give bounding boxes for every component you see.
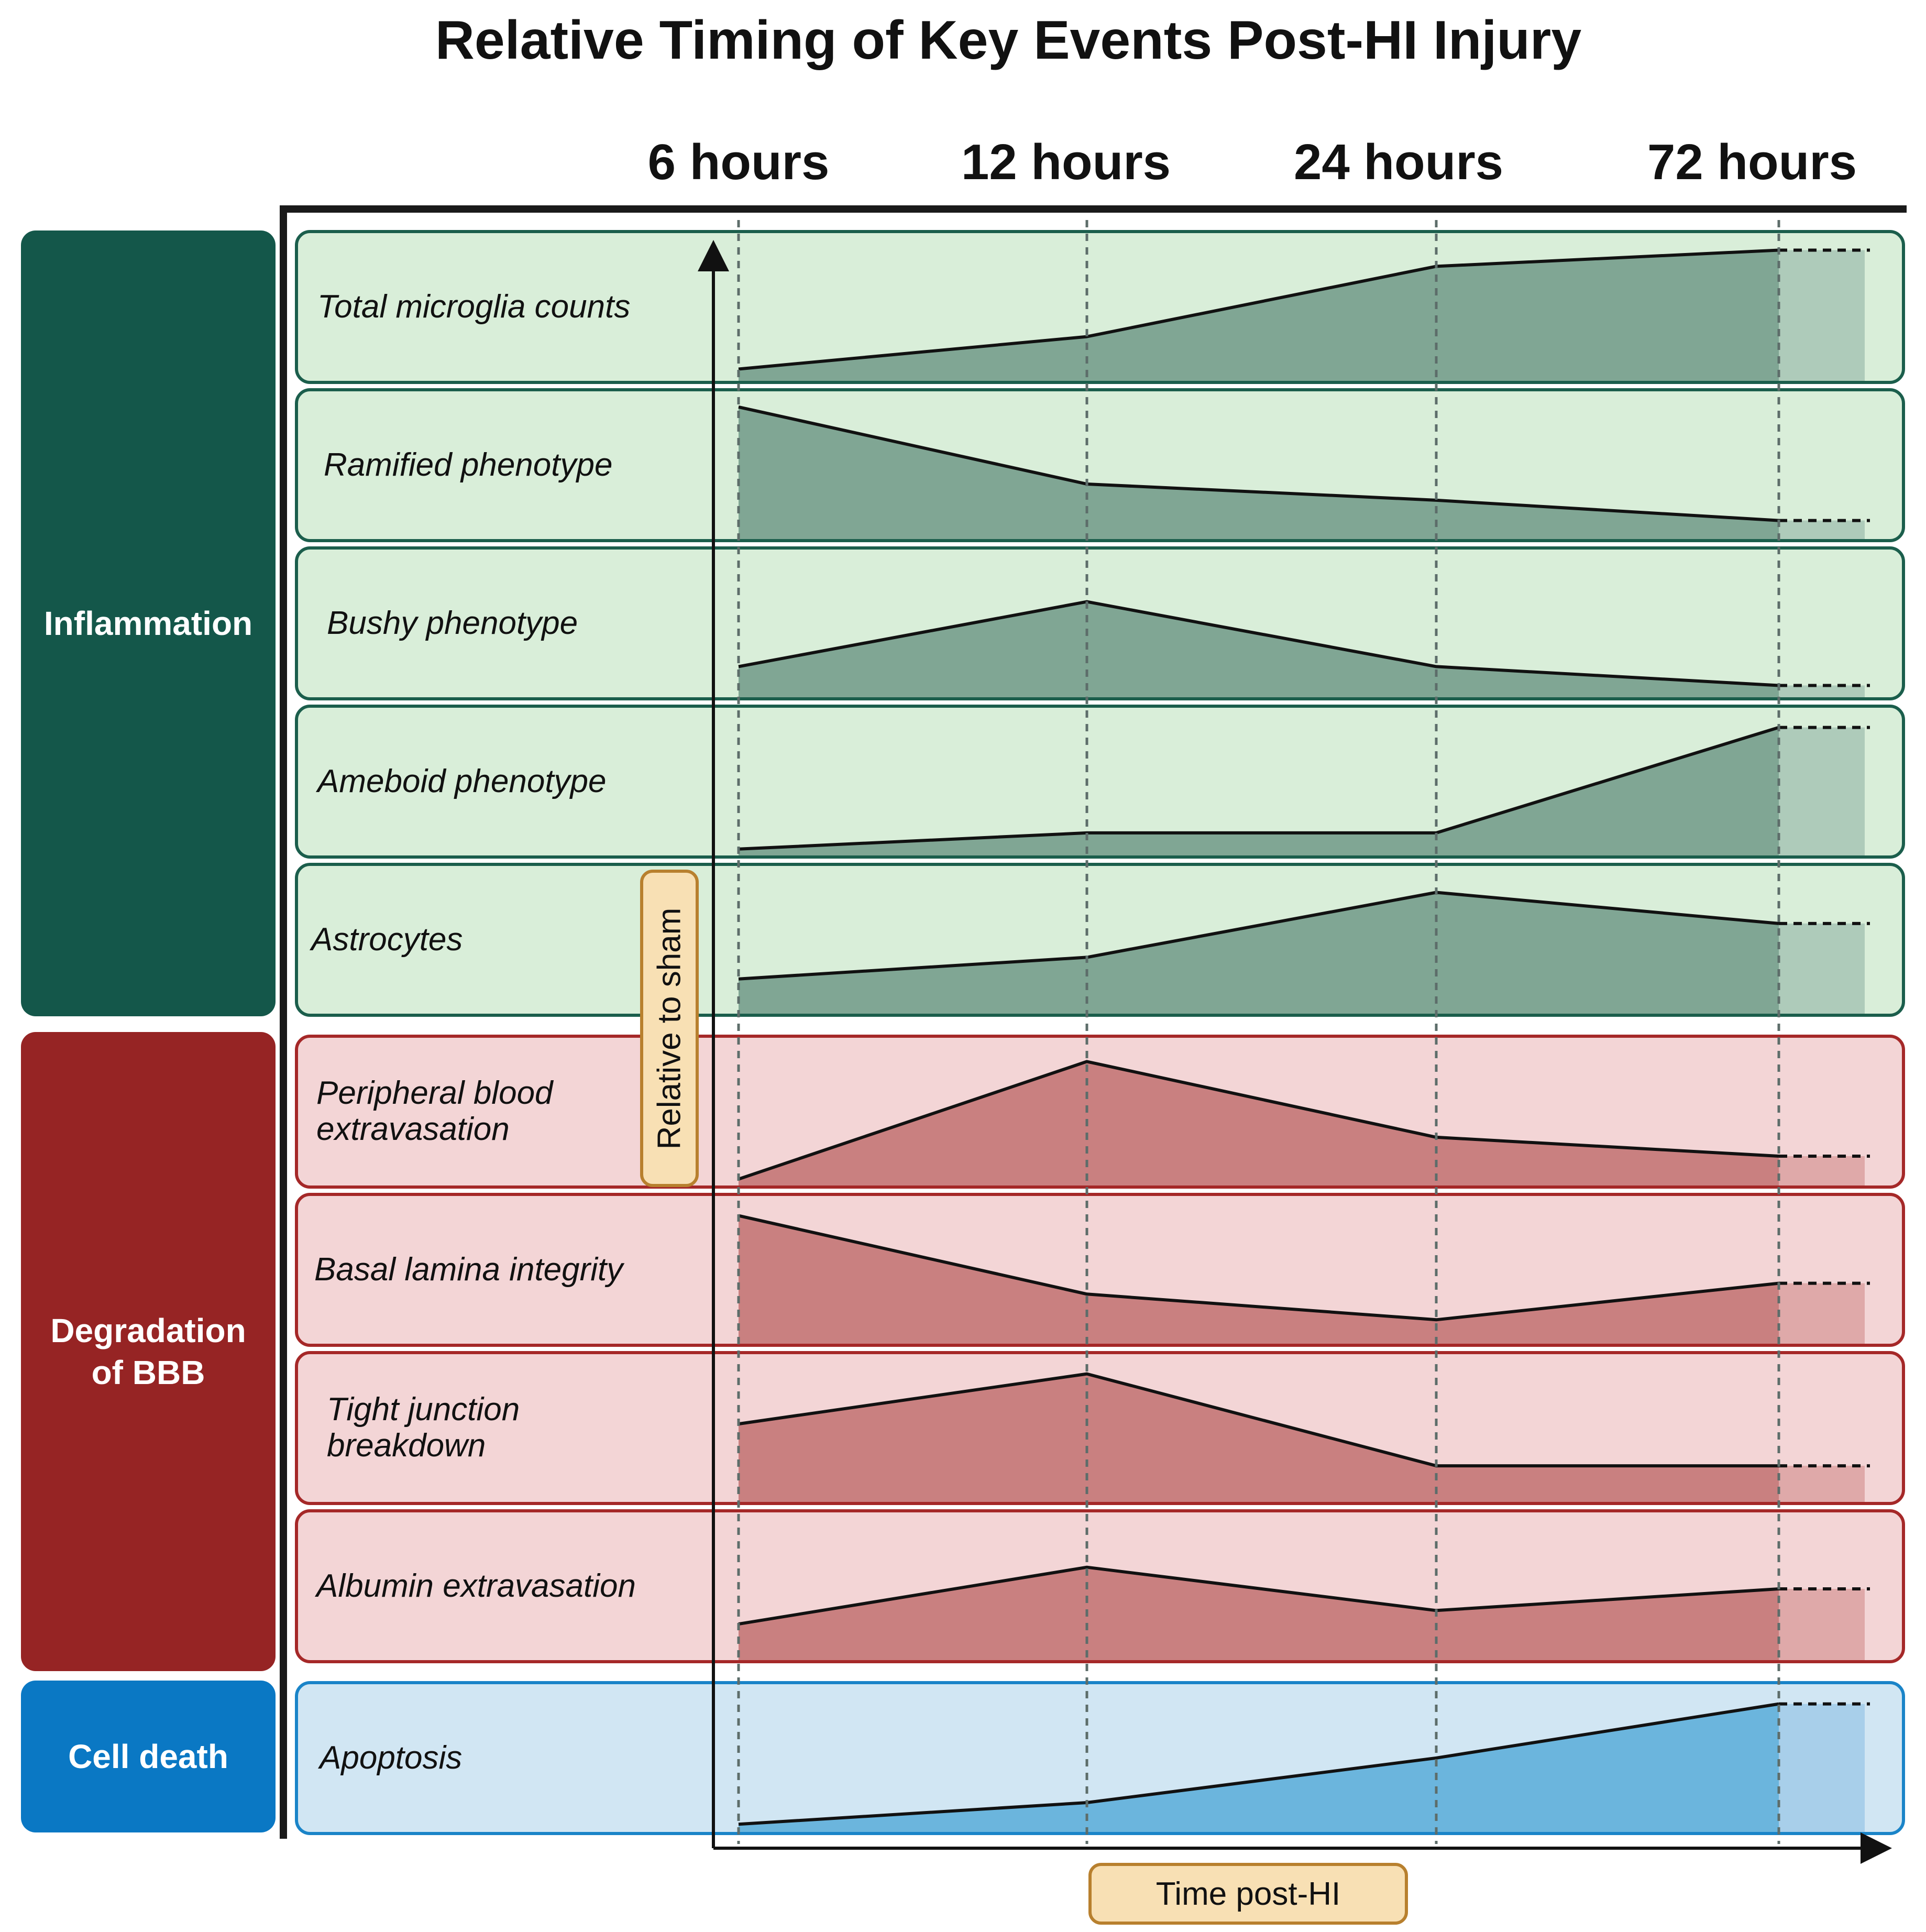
area-fade-total-microglia-counts [1779, 250, 1865, 381]
area-albumin-extravasation [739, 1567, 1779, 1660]
category-inflammation: Inflammation [21, 230, 276, 1016]
line-total-microglia-counts [738, 248, 1779, 371]
area-bushy-phenotype [739, 601, 1779, 697]
time-label-6h: 6 hours [647, 134, 830, 190]
row-label-astrocytes: Astrocytes [311, 921, 463, 958]
timeline-header-rule [280, 205, 1907, 213]
area-fade-albumin-extravasation [1779, 1589, 1865, 1660]
line-basal-lamina-integrity [738, 1214, 1779, 1322]
timeline-left-rule [280, 205, 287, 1839]
area-fade-apoptosis [1779, 1704, 1865, 1832]
row-label-albumin-extravasation: Albumin extravasation [316, 1568, 636, 1604]
category-cell-death: Cell death [21, 1681, 276, 1832]
x-axis-label: Time post-HI [1088, 1863, 1408, 1925]
row-label-tight-junction-breakdown: Tight junction breakdown [327, 1391, 520, 1464]
line-ramified-phenotype [738, 405, 1779, 522]
line-albumin-extravasation [738, 1565, 1779, 1626]
category-degradation-of-bbb: Degradation of BBB [21, 1032, 276, 1671]
row-label-ameboid-phenotype: Ameboid phenotype [317, 763, 607, 799]
figure-title: Relative Timing of Key Events Post-HI In… [435, 10, 1582, 71]
line-ameboid-phenotype [738, 726, 1779, 851]
area-fade-tight-junction-breakdown [1779, 1466, 1865, 1502]
row-label-peripheral-blood-extravasation: Peripheral blood extravasation [316, 1075, 553, 1148]
area-fade-astrocytes [1779, 923, 1865, 1014]
row-label-ramified-phenotype: Ramified phenotype [324, 447, 613, 483]
line-bushy-phenotype [738, 600, 1779, 687]
area-fade-ramified-phenotype [1779, 520, 1865, 539]
area-fade-ameboid-phenotype [1779, 727, 1865, 855]
y-axis-label: Relative to sham [640, 870, 699, 1187]
line-apoptosis [738, 1702, 1779, 1826]
area-astrocytes [739, 892, 1779, 1014]
area-fade-peripheral-blood-extravasation [1779, 1156, 1865, 1185]
panel-basal-lamina-integrity [295, 1193, 1905, 1347]
time-label-12h: 12 hours [961, 134, 1171, 190]
area-fade-bushy-phenotype [1779, 685, 1865, 697]
area-tight-junction-breakdown [739, 1374, 1779, 1502]
time-label-72h: 72 hours [1647, 134, 1857, 190]
row-label-total-microglia-counts: Total microglia counts [317, 289, 631, 325]
row-label-apoptosis: Apoptosis [320, 1740, 463, 1776]
row-label-bushy-phenotype: Bushy phenotype [327, 605, 578, 641]
area-fade-basal-lamina-integrity [1779, 1283, 1865, 1344]
line-tight-junction-breakdown [738, 1372, 1779, 1468]
line-peripheral-blood-extravasation [738, 1060, 1779, 1181]
area-ameboid-phenotype [739, 727, 1779, 855]
area-apoptosis [739, 1704, 1779, 1832]
time-label-24h: 24 hours [1293, 134, 1504, 190]
row-label-basal-lamina-integrity: Basal lamina integrity [314, 1252, 623, 1288]
area-total-microglia-counts [739, 250, 1779, 381]
line-astrocytes [738, 891, 1779, 981]
